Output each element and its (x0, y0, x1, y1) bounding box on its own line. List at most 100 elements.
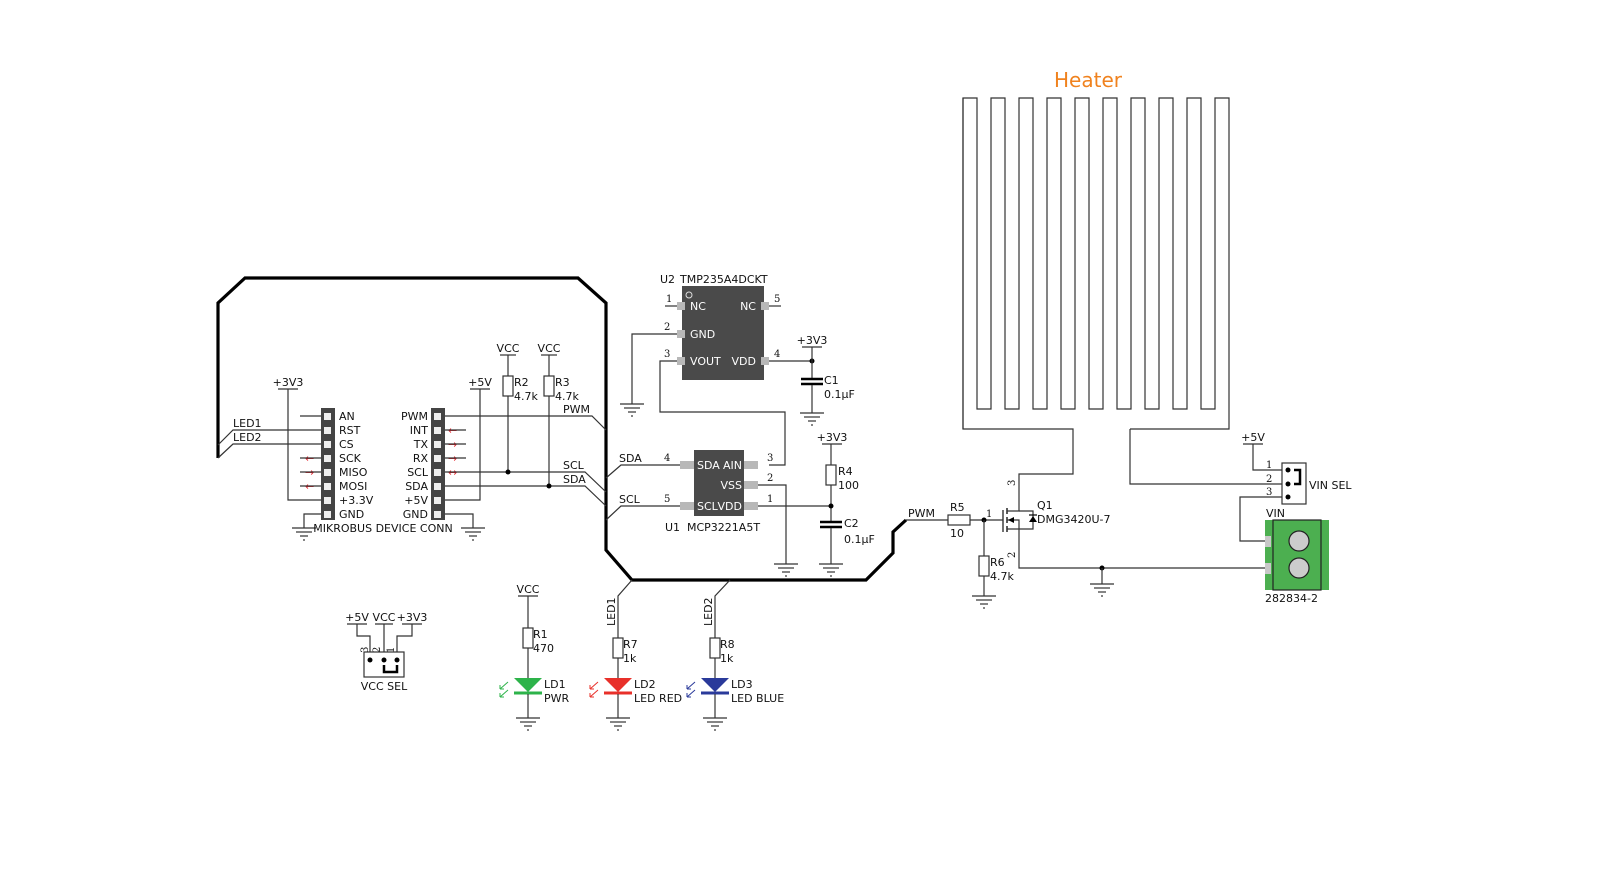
svg-text:C2: C2 (844, 517, 859, 530)
svg-text:3: 3 (1266, 487, 1272, 498)
svg-text:4.7k: 4.7k (514, 390, 538, 403)
led-resistor-ref: R8 (720, 638, 735, 651)
mikrobus-right-pin-label: INT (410, 424, 428, 437)
led-label: LED BLUE (731, 692, 784, 705)
svg-text:2: 2 (664, 322, 670, 333)
vcc-select-jumper[interactable]: +5V VCC +3V3 3 2 1 VCC SEL (345, 611, 427, 693)
svg-text:+3V3: +3V3 (397, 611, 428, 624)
mikrobus-pin (324, 455, 331, 462)
mikrobus-pin (324, 497, 331, 504)
svg-text:NC: NC (690, 300, 706, 313)
led-label: LED RED (634, 692, 682, 705)
svg-text:VCC: VCC (538, 342, 561, 355)
svg-text:R5: R5 (950, 501, 965, 514)
right-rail-label: +5V (468, 376, 492, 389)
led-resistor-value: 1k (623, 652, 637, 665)
svg-text:3: 3 (360, 647, 371, 653)
mikrobus-left-pin-label: MOSI (339, 480, 367, 493)
svg-text:U2: U2 (660, 273, 675, 286)
net-led2: LED2 (233, 431, 262, 444)
svg-text:SCL: SCL (619, 493, 641, 506)
led-resistor-value: 470 (533, 642, 554, 655)
mikrobus-pin (324, 427, 331, 434)
u2-tmp235: U2 TMP235A4DCKT NC GND VOUT VDD NC 1 5 2… (619, 273, 828, 466)
svg-text:R3: R3 (555, 376, 570, 389)
mikrobus-left-pin-label: MISO (339, 466, 368, 479)
svg-text:Q1: Q1 (1037, 499, 1053, 512)
svg-text:2: 2 (372, 647, 383, 653)
led-resistor-value: 1k (720, 652, 734, 665)
net-pwm-label: PWM (563, 403, 590, 416)
mikrobus-pin (434, 497, 441, 504)
mikrobus-right-header (431, 408, 445, 520)
mikrobus-pin (434, 441, 441, 448)
svg-text:3: 3 (664, 349, 670, 360)
svg-text:TMP235A4DCKT: TMP235A4DCKT (679, 273, 768, 286)
svg-text:+3V3: +3V3 (797, 334, 828, 347)
light-emission-icon (686, 681, 696, 690)
mikrobus-pin (434, 483, 441, 490)
svg-text:VCC: VCC (497, 342, 520, 355)
vin-terminal-block: VIN 282834-2 (1265, 507, 1329, 605)
heater-title: Heater (1054, 68, 1123, 92)
led-diode-icon (701, 678, 729, 692)
led-resistor (522, 627, 534, 649)
svg-text:GND: GND (690, 328, 715, 341)
svg-text:4: 4 (664, 453, 670, 464)
signal-bus (216, 276, 908, 582)
mikrobus-left-pin-label: CS (339, 438, 354, 451)
svg-text:2: 2 (1266, 474, 1272, 485)
svg-text:PWM: PWM (908, 507, 935, 520)
svg-text:AIN: AIN (723, 459, 742, 472)
svg-text:5: 5 (664, 494, 670, 505)
led-resistor-ref: R7 (623, 638, 638, 651)
svg-text:R4: R4 (838, 465, 853, 478)
net-scl-label: SCL (563, 459, 585, 472)
mikrobus-left-pin-label: SCK (339, 452, 362, 465)
svg-text:2: 2 (1007, 552, 1018, 558)
left-rail-label: +3V3 (273, 376, 304, 389)
mikrobus-pin (434, 469, 441, 476)
svg-text:2: 2 (767, 473, 773, 484)
mikrobus-right-pin-label: TX (413, 438, 429, 451)
svg-text:0.1µF: 0.1µF (824, 388, 855, 401)
svg-text:R2: R2 (514, 376, 529, 389)
pullup-r2: VCC R2 4.7k (497, 342, 538, 475)
mikrobus-pin (324, 441, 331, 448)
svg-text:4.7k: 4.7k (555, 390, 579, 403)
mikrobus-left-pin-label: AN (339, 410, 355, 423)
mikrobus-pin (434, 511, 441, 518)
led-ref: LD1 (544, 678, 566, 691)
mikrobus-left-pin-label: RST (339, 424, 361, 437)
svg-text:C1: C1 (824, 374, 839, 387)
led-diode-icon (514, 678, 542, 692)
mikrobus-pin (324, 469, 331, 476)
svg-text:4.7k: 4.7k (990, 570, 1014, 583)
net-led1: LED1 (233, 417, 262, 430)
svg-text:VCC: VCC (373, 611, 396, 624)
svg-text:VDD: VDD (718, 500, 742, 513)
mikrobus-right-pin-label: RX (413, 452, 429, 465)
led-resistor (612, 637, 624, 659)
mikrobus-right-pin-label: +5V (404, 494, 428, 507)
mikrobus-left-header (321, 408, 335, 520)
led-ref: LD2 (634, 678, 656, 691)
mikrobus-pin (434, 427, 441, 434)
mikrobus-pin (324, 413, 331, 420)
svg-text:+3V3: +3V3 (817, 431, 848, 444)
heater-trace (962, 97, 1230, 430)
mikrobus-pin (434, 413, 441, 420)
svg-text:VIN SEL: VIN SEL (1309, 479, 1352, 492)
led-resistor (709, 637, 721, 659)
vin-select-jumper[interactable]: +5V 1 2 3 VIN SEL (1129, 429, 1352, 542)
mosfet-driver: PWM R5 10 1 R6 4.7k 3 2 Q1 DMG3420U-7 (906, 98, 1268, 609)
svg-text:DMG3420U-7: DMG3420U-7 (1037, 513, 1111, 526)
svg-text:1: 1 (386, 647, 397, 653)
svg-text:VIN: VIN (1266, 507, 1285, 520)
svg-text:SCL: SCL (697, 500, 719, 513)
svg-text:SDA: SDA (697, 459, 720, 472)
mikrobus-left-pin-label: GND (339, 508, 364, 521)
